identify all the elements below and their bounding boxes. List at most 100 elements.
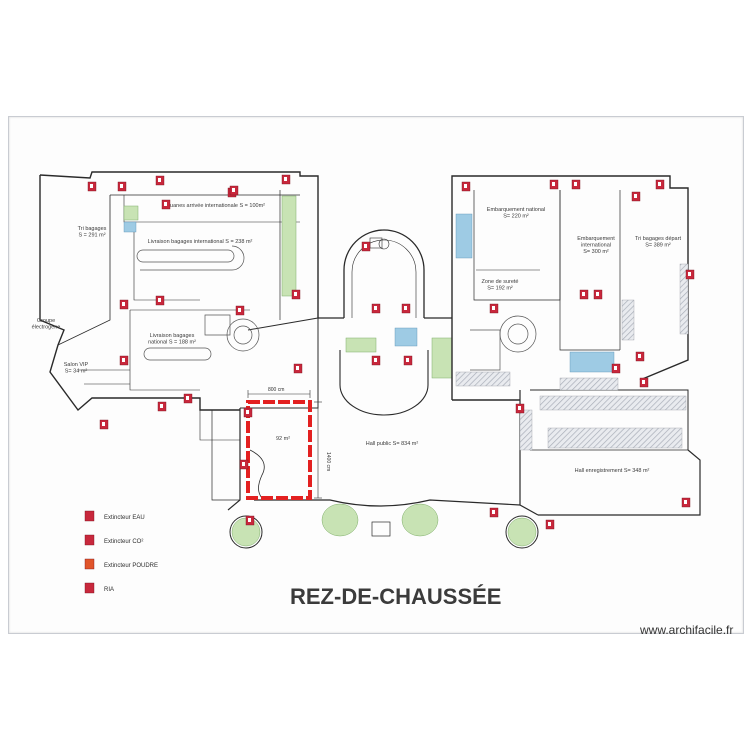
extinguisher-icon-detail bbox=[284, 177, 287, 181]
central-rotunda bbox=[318, 229, 452, 416]
legend-label: Extincteur POUDRE bbox=[104, 563, 158, 569]
extinguisher-icon-detail bbox=[158, 298, 161, 302]
room-label-line: 92 m² bbox=[276, 436, 290, 442]
hatched-areas bbox=[455, 263, 689, 451]
plan-title: REZ-DE-CHAUSSÉE bbox=[290, 584, 501, 609]
extinguisher-icon-detail bbox=[122, 302, 125, 306]
extinguisher-icon-detail bbox=[688, 272, 691, 276]
dimension-lines bbox=[247, 390, 322, 499]
extinguisher-icon-detail bbox=[120, 184, 123, 188]
extinguisher-icon-detail bbox=[684, 500, 687, 504]
legend-label: RIA bbox=[104, 587, 114, 593]
room-label-line: S= 389 m² bbox=[645, 243, 671, 249]
right-wing-walls bbox=[451, 175, 701, 516]
extinguisher-icon-detail bbox=[232, 188, 235, 192]
extinguisher-icon-detail bbox=[492, 306, 495, 310]
extinguisher-icon-detail bbox=[596, 292, 599, 296]
watermark: www.archifacile.fr bbox=[639, 623, 733, 637]
extinguisher-icon-detail bbox=[294, 292, 297, 296]
red-highlight-zone bbox=[246, 400, 312, 500]
room-label-line: Embarquement bbox=[577, 236, 615, 242]
room-label-line: Tri bagages départ bbox=[635, 236, 681, 242]
extinguisher-icon-detail bbox=[122, 358, 125, 362]
extinguisher-icon-detail bbox=[238, 308, 241, 312]
legend-label: Extincteur EAU bbox=[104, 515, 145, 521]
glazed-areas bbox=[123, 213, 615, 373]
extinguisher-icon-detail bbox=[638, 354, 641, 358]
room-label-livraison-international: Livraison bagages international S = 238 … bbox=[148, 239, 253, 245]
extinguisher-icon-detail bbox=[642, 380, 645, 384]
left-wing-walls bbox=[39, 171, 319, 412]
extinguisher-icon-detail bbox=[634, 194, 637, 198]
extinguisher-icon-detail bbox=[582, 292, 585, 296]
legend-icon bbox=[84, 582, 95, 594]
legend-icon bbox=[84, 558, 95, 570]
extinguisher-icon-detail bbox=[658, 182, 661, 186]
legend-icon bbox=[84, 534, 95, 546]
front-towers bbox=[229, 515, 539, 549]
room-label-line: S= 300 m² bbox=[583, 249, 609, 255]
extinguisher-icon-detail bbox=[574, 182, 577, 186]
extinguisher-icon-detail bbox=[374, 306, 377, 310]
extinguisher-icon-detail bbox=[464, 184, 467, 188]
green-corridors bbox=[123, 195, 537, 547]
extinguisher-icon-detail bbox=[246, 410, 249, 414]
extinguisher-icon-detail bbox=[158, 178, 161, 182]
extinguisher-icon-detail bbox=[90, 184, 93, 188]
legend-icon bbox=[84, 510, 95, 522]
plan-sheet bbox=[8, 116, 744, 634]
room-label-hall-public: Hall public S= 834 m² bbox=[366, 441, 419, 447]
extinguisher-icon-detail bbox=[186, 396, 189, 400]
left-carousels bbox=[136, 245, 260, 361]
extinguisher-icon-detail bbox=[548, 522, 551, 526]
right-spiral-stair bbox=[470, 315, 537, 371]
extinguisher-icon-detail bbox=[492, 510, 495, 514]
room-label-line: Zone de sureté bbox=[482, 279, 519, 285]
extinguisher-icon-detail bbox=[102, 422, 105, 426]
room-label-line: international bbox=[581, 243, 611, 249]
room-label-line: Douanes arrivée internationale S = 100m² bbox=[163, 203, 265, 209]
room-label-line: Embarquement national bbox=[487, 207, 545, 213]
room-label-line: Tri bagages bbox=[78, 226, 107, 232]
extinguisher-icon-detail bbox=[614, 366, 617, 370]
room-label-line: S= 220 m² bbox=[503, 214, 529, 220]
room-label-line: S= 192 m² bbox=[487, 286, 513, 292]
room-label-douanes: Douanes arrivée internationale S = 100m² bbox=[163, 203, 265, 209]
extinguisher-icon-detail bbox=[364, 244, 367, 248]
extinguisher-icon-detail bbox=[242, 462, 245, 466]
extinguisher-icon-detail bbox=[552, 182, 555, 186]
room-label-line: S = 291 m² bbox=[78, 233, 105, 239]
extinguisher-icon-detail bbox=[248, 518, 251, 522]
legend: Extincteur EAU Extincteur CO² Extincteur P… bbox=[84, 510, 158, 594]
extinguisher-icon-detail bbox=[518, 406, 521, 410]
extinguisher-markers bbox=[87, 174, 695, 530]
room-label-line: Hall public S= 834 m² bbox=[366, 441, 419, 447]
legend-label: Extincteur CO² bbox=[104, 539, 143, 545]
room-label-line: Salon VIP bbox=[64, 362, 89, 368]
extinguisher-icon-detail bbox=[374, 358, 377, 362]
dimension-width: 800 cm bbox=[268, 387, 284, 393]
room-label-line: national S = 188 m² bbox=[148, 340, 196, 346]
extinguisher-icon-detail bbox=[160, 404, 163, 408]
room-label-line: Livraison bagages bbox=[150, 333, 195, 339]
room-label-line: Groupe bbox=[37, 318, 55, 324]
room-label-line: Livraison bagages international S = 238 … bbox=[148, 239, 253, 245]
extinguisher-icon-detail bbox=[406, 358, 409, 362]
room-label-hall-enregistrement: Hall enregistrement S= 348 m² bbox=[575, 468, 650, 474]
extinguisher-icon-detail bbox=[404, 306, 407, 310]
room-label-zone-rouge: 92 m² bbox=[276, 436, 290, 442]
room-label-line: Hall enregistrement S= 348 m² bbox=[575, 468, 650, 474]
extinguisher-icon-detail bbox=[164, 202, 167, 206]
extinguisher-icon-detail bbox=[296, 366, 299, 370]
room-label-line: S= 34 m² bbox=[65, 369, 88, 375]
